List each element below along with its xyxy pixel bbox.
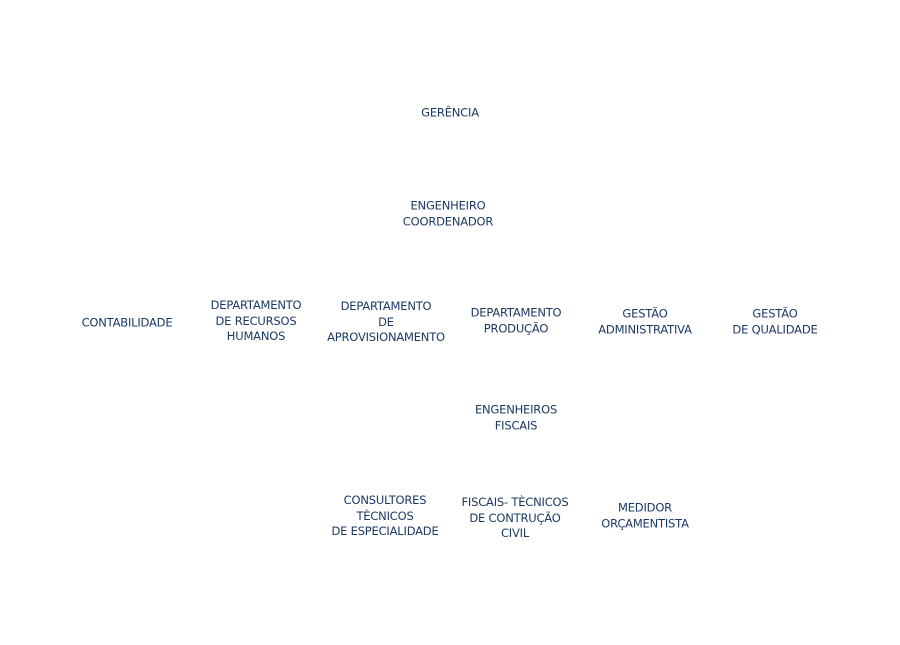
node-label-line: COORDENADOR: [402, 214, 494, 228]
node-medidor-orcamentista: MEDIDOR ORÇAMENTISTA: [601, 500, 689, 532]
node-label-line: DEPARTAMENTO: [210, 297, 302, 312]
node-gestao-administrativa: GESTÃO ADMINISTRATIVA: [598, 306, 692, 338]
node-label-line: ADMINISTRATIVA: [598, 322, 692, 336]
node-gerencia: GERÊNCIA: [421, 105, 479, 121]
node-label-line: DEPARTAMENTO: [340, 298, 432, 313]
node-departamento-aprovisionamento: DEPARTAMENTO DE APROVISIONAMENTO: [327, 299, 445, 346]
node-fiscais-tecnicos: FISCAIS- TÈCNICOS DE CONTRUÇÃO CIVIL: [462, 495, 569, 542]
node-departamento-recursos-humanos: DEPARTAMENTO DE RECURSOS HUMANOS: [211, 298, 302, 345]
node-label-line: DE CONTRUÇÃO: [469, 510, 561, 525]
node-consultores-tecnicos: CONSULTORES TÈCNICOS DE ESPECIALIDADE: [331, 493, 438, 540]
node-label-line: APROVISIONAMENTO: [327, 329, 445, 344]
node-label-line: GESTÃO: [622, 306, 668, 321]
node-gestao-qualidade: GESTÃO DE QUALIDADE: [732, 307, 817, 338]
node-label-line: GERÊNCIA: [421, 105, 479, 120]
node-label-line: TÈCNICOS: [356, 508, 414, 523]
node-label-line: HUMANOS: [226, 328, 286, 343]
node-label-line: ORÇAMENTISTA: [601, 516, 689, 530]
node-label-line: CIVIL: [500, 525, 530, 540]
node-engenheiros-fiscais: ENGENHEIROS FISCAIS: [475, 403, 557, 434]
node-contabilidade: CONTABILIDADE: [82, 315, 173, 331]
node-label-line: ENGENHEIROS: [474, 402, 558, 417]
node-label-line: GESTÃO: [752, 306, 798, 321]
node-label-line: PRODUÇÃO: [483, 321, 549, 335]
node-label-line: FISCAIS: [494, 418, 538, 432]
node-departamento-producao: DEPARTAMENTO PRODUÇÃO: [471, 306, 562, 337]
node-label-line: CONTABILIDADE: [81, 315, 173, 330]
node-engenheiro-coordenador: ENGENHEIRO COORDENADOR: [402, 198, 494, 230]
node-label-line: FISCAIS- TÈCNICOS: [461, 494, 569, 509]
node-label-line: CONSULTORES: [343, 492, 427, 507]
node-label-line: DE ESPECIALIDADE: [331, 523, 439, 538]
node-label-line: DEPARTAMENTO: [470, 305, 562, 320]
node-label-line: DE QUALIDADE: [732, 322, 818, 336]
node-label-line: DE: [378, 314, 394, 329]
node-label-line: DE RECURSOS: [215, 313, 297, 328]
node-label-line: MEDIDOR: [618, 500, 672, 515]
node-label-line: ENGENHEIRO: [410, 198, 486, 213]
